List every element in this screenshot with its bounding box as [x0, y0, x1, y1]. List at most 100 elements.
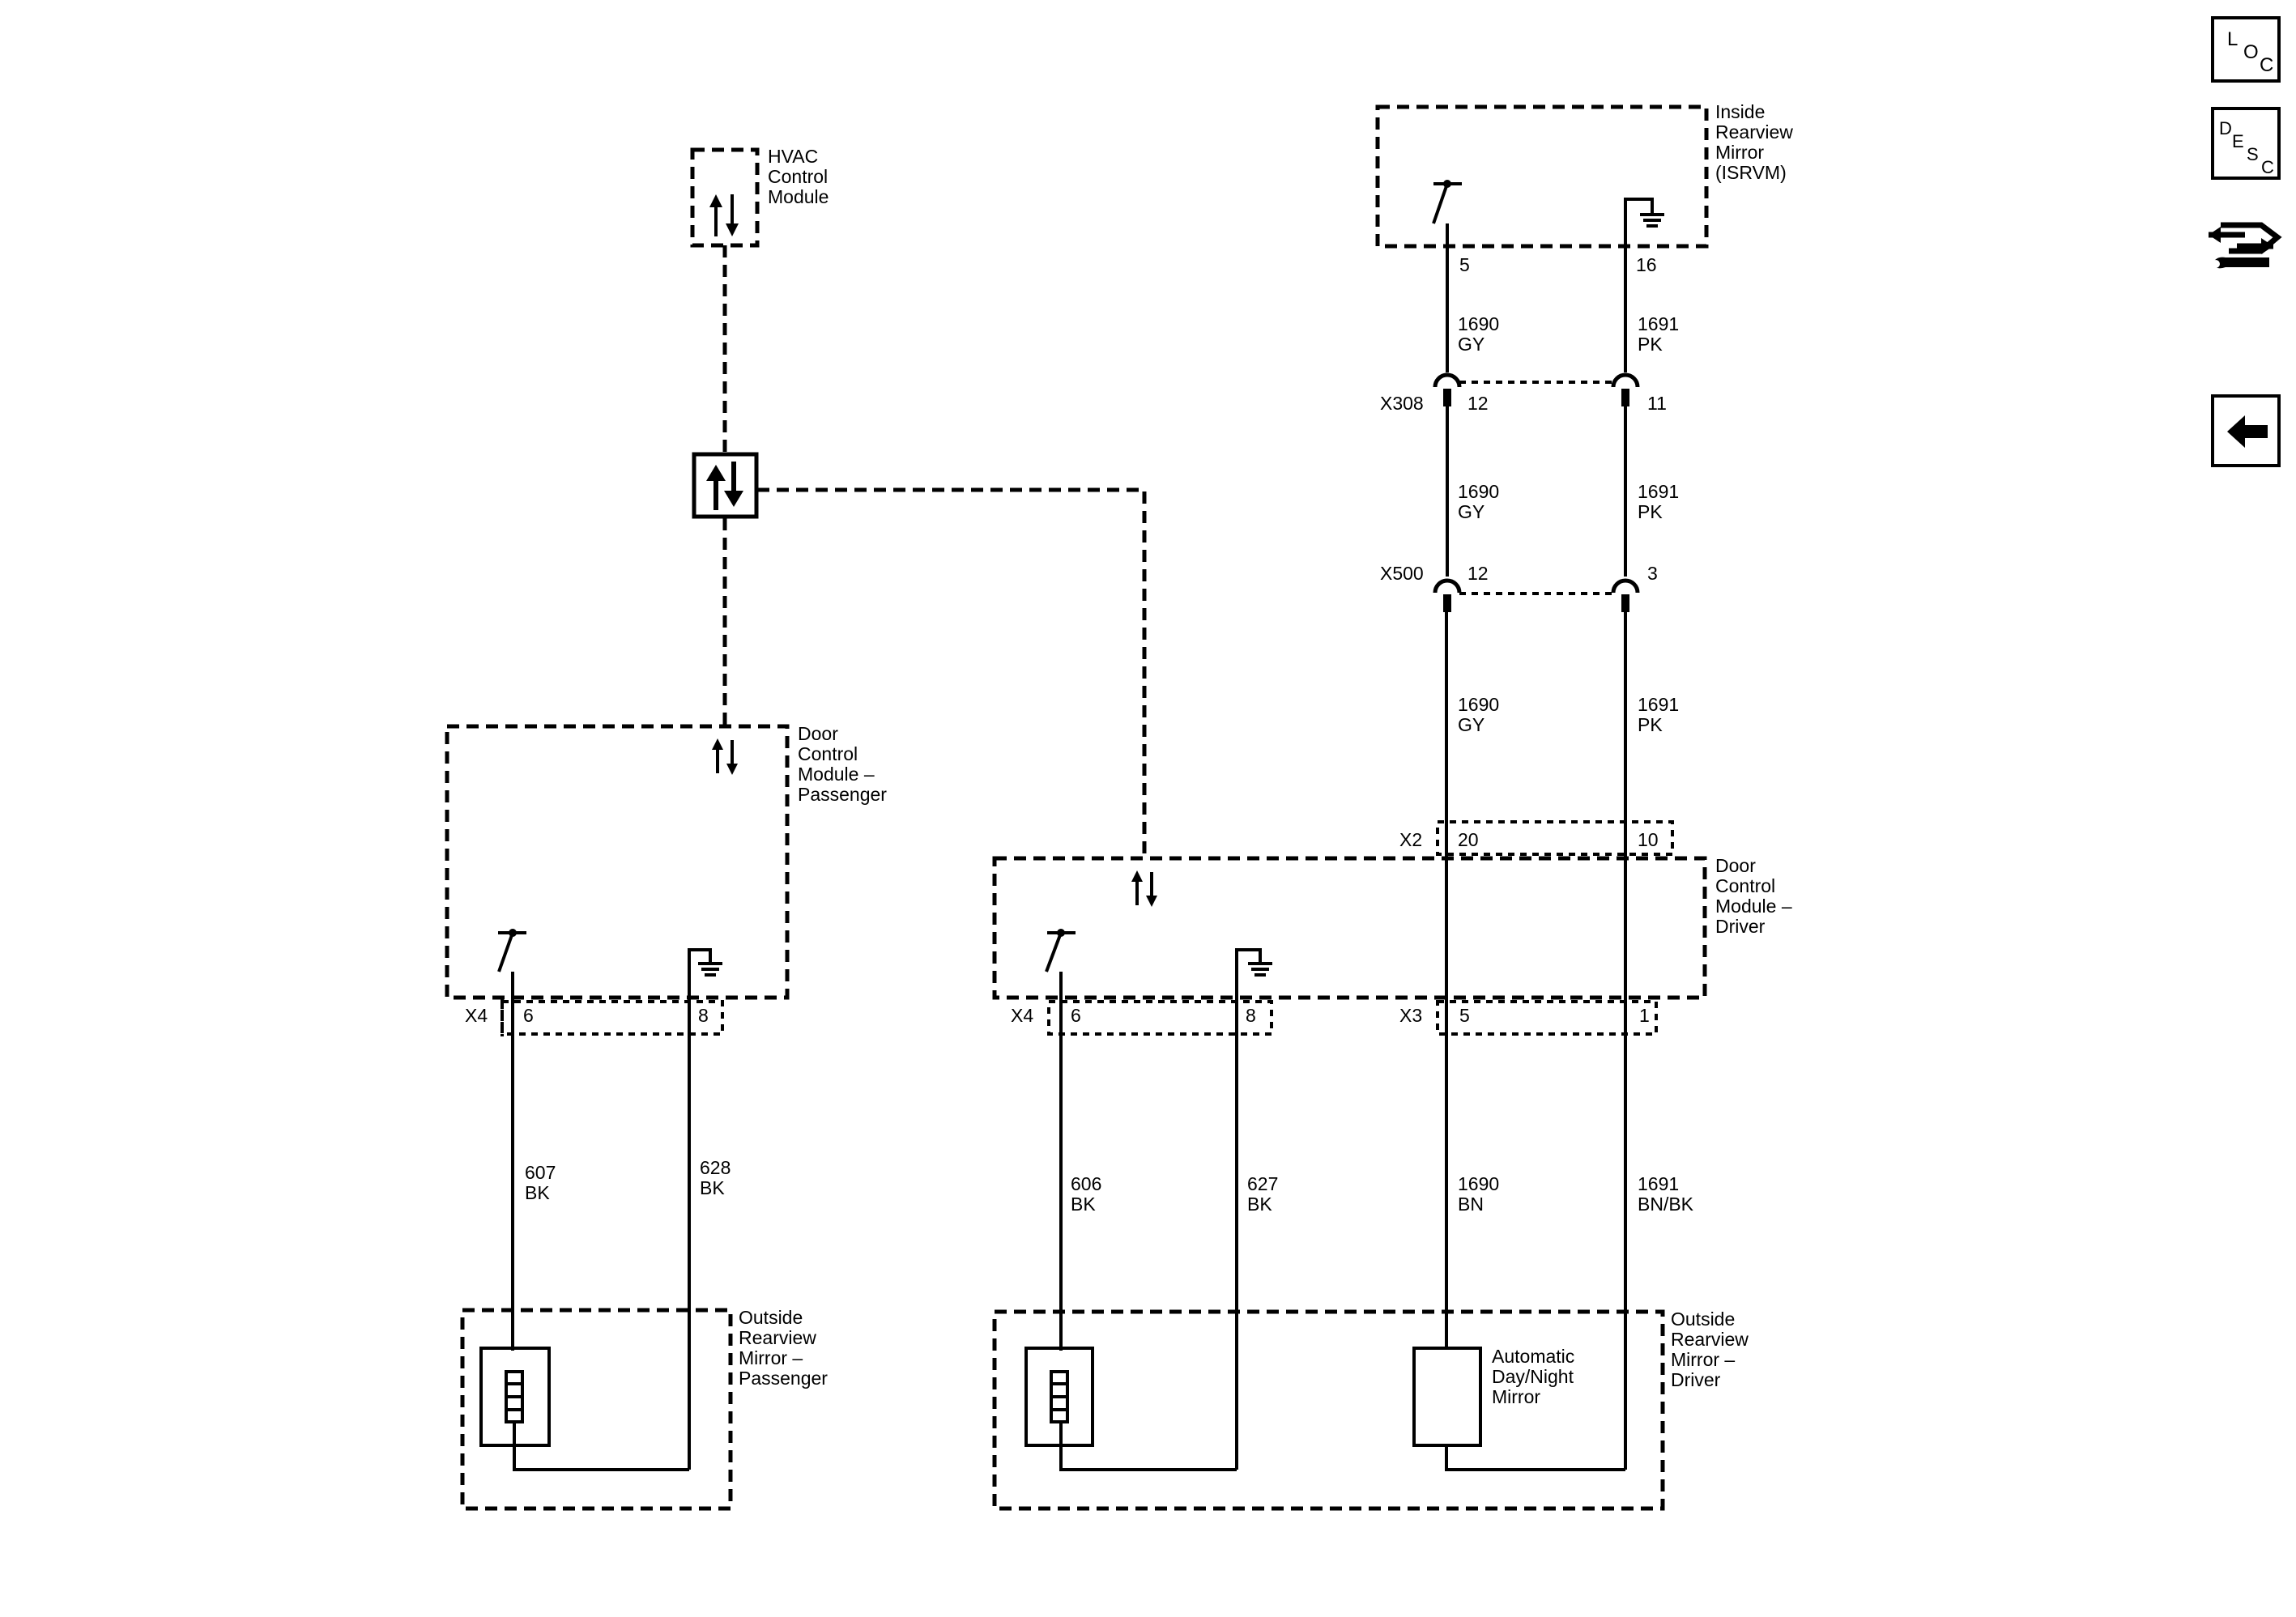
orm-pass-heater-icon [505, 1370, 524, 1423]
dcm-drv-label-4: Driver [1715, 916, 1766, 937]
orm-drv-label-2: Rearview [1671, 1329, 1749, 1350]
auto-dim-label-1: Automatic [1492, 1346, 1574, 1367]
wire-1690-bn-circuit: 1690 [1458, 1173, 1499, 1194]
outside-rearview-mirror-driver: Automatic Day/Night Mirror Outside Rearv… [992, 1308, 1749, 1511]
wire-607: 607 BK [511, 972, 556, 1351]
back-button[interactable] [2211, 394, 2281, 467]
dcm-pass-label-3: Module – [798, 764, 875, 785]
connector-x500: X500 12 3 [1380, 563, 1658, 612]
x500-pin-12: 12 [1467, 563, 1489, 584]
loc-button[interactable]: L O C [2211, 16, 2281, 83]
dcm-pass-label-4: Passenger [798, 784, 887, 805]
dcm-drv-switch-icon [1045, 929, 1076, 972]
wire-1690-gy-c-color: GY [1458, 714, 1485, 735]
wire-1691-pk-c-circuit: 1691 [1638, 694, 1679, 715]
wire-1690-gy-c-circuit: 1690 [1458, 694, 1499, 715]
wire-606-color: BK [1071, 1194, 1096, 1215]
wire-627: 627 BK [1235, 1028, 1278, 1470]
dcm-drv-label-2: Control [1715, 875, 1775, 896]
wire-627-circuit: 627 [1247, 1173, 1278, 1194]
auto-day-night-mirror-box [1412, 1347, 1482, 1447]
svg-text:O: O [2243, 41, 2259, 63]
hvac-label-3: Module [768, 186, 829, 207]
connector-x2: X2 20 10 [1399, 820, 1674, 856]
wire-1691-bnbk: 1691 BN/BK [1624, 998, 1694, 1470]
wire-627-color: BK [1247, 1194, 1272, 1215]
x500-name: X500 [1380, 563, 1424, 584]
door-control-module-passenger: Door Control Module – Passenger [445, 723, 887, 1028]
x500-pin-3: 3 [1647, 563, 1658, 584]
desc-button[interactable]: D E S C [2211, 107, 2281, 180]
wire-1690-bn: 1690 BN [1445, 998, 1499, 1348]
orm-pass-label-1: Outside [739, 1307, 803, 1328]
x3-name: X3 [1399, 1005, 1422, 1026]
x308-pin-12: 12 [1467, 393, 1489, 414]
x4-pass-name: X4 [465, 1005, 488, 1026]
svg-text:C: C [2261, 157, 2274, 177]
desc-icon: D E S C [2219, 118, 2274, 177]
wire-1690-gy-a-color: GY [1458, 334, 1485, 355]
orm-drv-heater-icon [1050, 1370, 1069, 1423]
wire-1690-gy-top: 1690 GY [1446, 223, 1499, 372]
svg-text:D: D [2219, 118, 2232, 138]
connector-x4-driver: X4 6 8 [1011, 1000, 1273, 1036]
isrvm-pin-16: 16 [1636, 254, 1657, 275]
isrvm-label-4: (ISRVM) [1715, 162, 1787, 183]
x308-name: X308 [1380, 393, 1424, 414]
orm-drv-label-4: Driver [1671, 1369, 1721, 1390]
dcm-drv-serial-data-icon [1131, 870, 1157, 907]
dcm-drv-label-1: Door [1715, 855, 1756, 876]
door-control-module-driver: Door Control Module – Driver [992, 855, 1792, 1028]
wire-1691-pk-b-color: PK [1638, 501, 1663, 522]
wire-607-color: BK [525, 1182, 550, 1203]
auto-dim-label-3: Mirror [1492, 1386, 1540, 1407]
wire-1690-gy-b-color: GY [1458, 501, 1485, 522]
wire-628-circuit: 628 [700, 1157, 731, 1178]
connector-tool-icon [2209, 222, 2282, 269]
x4-drv-pin-6: 6 [1071, 1005, 1081, 1026]
x2-name: X2 [1399, 829, 1422, 850]
connector-x4-passenger: X4 6 8 [465, 998, 724, 1036]
wire-1691-bnbk-color: BN/BK [1638, 1194, 1694, 1215]
orm-pass-label-3: Mirror – [739, 1347, 803, 1368]
orm-pass-label-2: Rearview [739, 1327, 816, 1348]
isrvm-label-3: Mirror [1715, 142, 1764, 163]
svg-text:C: C [2260, 54, 2273, 76]
loc-icon: L O C [2227, 28, 2273, 76]
dcm-drv-ground-icon [1235, 948, 1272, 1028]
wire-1691-pk-a-circuit: 1691 [1638, 313, 1679, 334]
wire-1690-gy-low: 1690 GY [1458, 694, 1499, 735]
hvac-label-2: Control [768, 166, 828, 187]
hvac-control-module: HVAC Control Module [690, 146, 829, 248]
inside-rearview-mirror: 5 16 Inside Rearview Mirror (ISRVM) [1375, 101, 1793, 275]
wire-1691-bnbk-circuit: 1691 [1638, 1173, 1679, 1194]
back-arrow-icon [2227, 415, 2268, 448]
x4-pass-pin-8: 8 [698, 1005, 709, 1026]
connector-tool-button[interactable] [2204, 193, 2285, 282]
wire-1691-pk-low: 1691 PK [1638, 694, 1679, 735]
x308-pin-11: 11 [1647, 393, 1667, 414]
x4-pass-pin-6: 6 [523, 1005, 534, 1026]
x2-pin-20: 20 [1458, 829, 1479, 850]
isrvm-pin-5: 5 [1459, 254, 1470, 275]
dcm-pass-ground-icon [688, 948, 722, 1028]
orm-drv-label-1: Outside [1671, 1308, 1735, 1330]
orm-pass-label-4: Passenger [739, 1368, 828, 1389]
isrvm-label-2: Rearview [1715, 121, 1793, 143]
orm-drv-label-3: Mirror – [1671, 1349, 1735, 1370]
dcm-drv-label-3: Module – [1715, 896, 1792, 917]
x3-pin-5: 5 [1459, 1005, 1470, 1026]
x3-pin-1: 1 [1639, 1005, 1650, 1026]
wire-1690-bn-color: BN [1458, 1194, 1484, 1215]
x4-drv-pin-8: 8 [1246, 1005, 1256, 1026]
wire-607-circuit: 607 [525, 1162, 556, 1183]
wire-628: 628 BK [688, 1028, 731, 1470]
auto-dim-label-2: Day/Night [1492, 1366, 1574, 1387]
isrvm-ground-icon [1624, 198, 1664, 267]
dcm-pass-label-2: Control [798, 743, 858, 764]
x4-drv-name: X4 [1011, 1005, 1033, 1026]
wire-1691-pk-a-color: PK [1638, 334, 1663, 355]
svg-text:L: L [2227, 28, 2238, 50]
wire-1691-pk-b-circuit: 1691 [1638, 481, 1679, 502]
